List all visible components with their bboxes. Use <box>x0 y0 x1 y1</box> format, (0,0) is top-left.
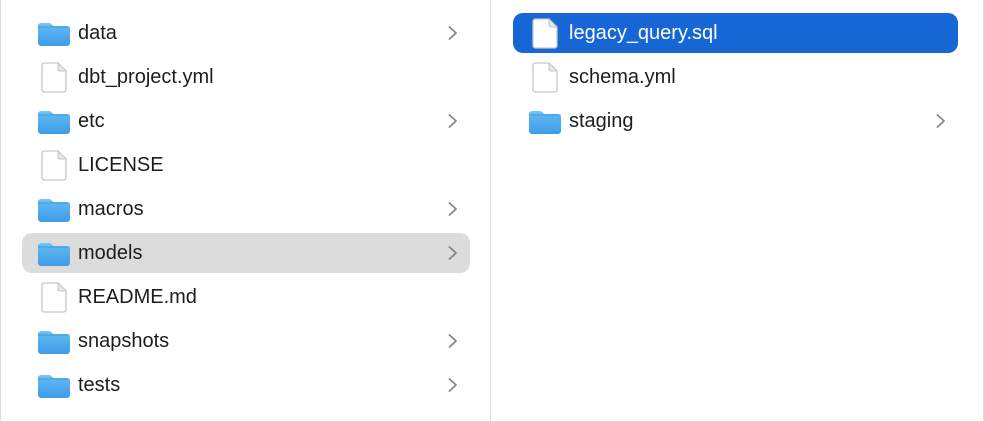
file-icon <box>41 282 67 313</box>
list-item[interactable]: snapshots <box>22 321 470 361</box>
item-label: models <box>78 242 143 264</box>
chevron-right-icon <box>448 114 457 128</box>
chevron-right-icon <box>936 114 945 128</box>
item-label: LICENSE <box>78 154 164 176</box>
item-icon-slot <box>37 280 71 314</box>
list-item[interactable]: schema.yml <box>513 57 958 97</box>
item-icon-slot <box>37 192 71 226</box>
item-label: dbt_project.yml <box>78 66 214 88</box>
item-label: schema.yml <box>569 66 676 88</box>
item-icon-slot <box>37 60 71 94</box>
item-icon-slot <box>528 16 562 50</box>
list-item[interactable]: LICENSE <box>22 145 470 185</box>
list-item[interactable]: macros <box>22 189 470 229</box>
chevron-right-icon <box>448 378 457 392</box>
folder-icon <box>37 20 71 47</box>
item-icon-slot <box>528 104 562 138</box>
item-label: staging <box>569 110 634 132</box>
folder-icon <box>528 108 562 135</box>
item-label: legacy_query.sql <box>569 22 718 44</box>
item-icon-slot <box>37 16 71 50</box>
finder-column-right: legacy_query.sql schema.yml staging <box>491 0 983 421</box>
list-item[interactable]: staging <box>513 101 958 141</box>
folder-icon <box>37 196 71 223</box>
item-icon-slot <box>37 368 71 402</box>
item-label: tests <box>78 374 121 396</box>
finder-column-left: data dbt_project.yml etc LICENSE <box>1 0 491 421</box>
folder-icon <box>37 108 71 135</box>
chevron-right-icon <box>448 246 457 260</box>
item-icon-slot <box>37 324 71 358</box>
chevron-right-icon <box>448 334 457 348</box>
chevron-right-icon <box>448 202 457 216</box>
folder-icon <box>37 240 71 267</box>
item-icon-slot <box>37 236 71 270</box>
list-item[interactable]: etc <box>22 101 470 141</box>
folder-icon <box>37 328 71 355</box>
folder-icon <box>37 372 71 399</box>
item-icon-slot <box>37 104 71 138</box>
list-item[interactable]: dbt_project.yml <box>22 57 470 97</box>
file-icon <box>532 62 558 93</box>
item-icon-slot <box>37 148 71 182</box>
item-icon-slot <box>528 60 562 94</box>
list-item[interactable]: models <box>22 233 470 273</box>
item-label: snapshots <box>78 330 170 352</box>
item-label: data <box>78 22 117 44</box>
file-icon <box>41 62 67 93</box>
list-item[interactable]: tests <box>22 365 470 405</box>
file-icon <box>41 150 67 181</box>
list-item[interactable]: legacy_query.sql <box>513 13 958 53</box>
file-icon <box>532 18 558 49</box>
list-item[interactable]: README.md <box>22 277 470 317</box>
chevron-right-icon <box>448 26 457 40</box>
item-label: etc <box>78 110 105 132</box>
item-label: README.md <box>78 286 197 308</box>
list-item[interactable]: data <box>22 13 470 53</box>
item-label: macros <box>78 198 144 220</box>
